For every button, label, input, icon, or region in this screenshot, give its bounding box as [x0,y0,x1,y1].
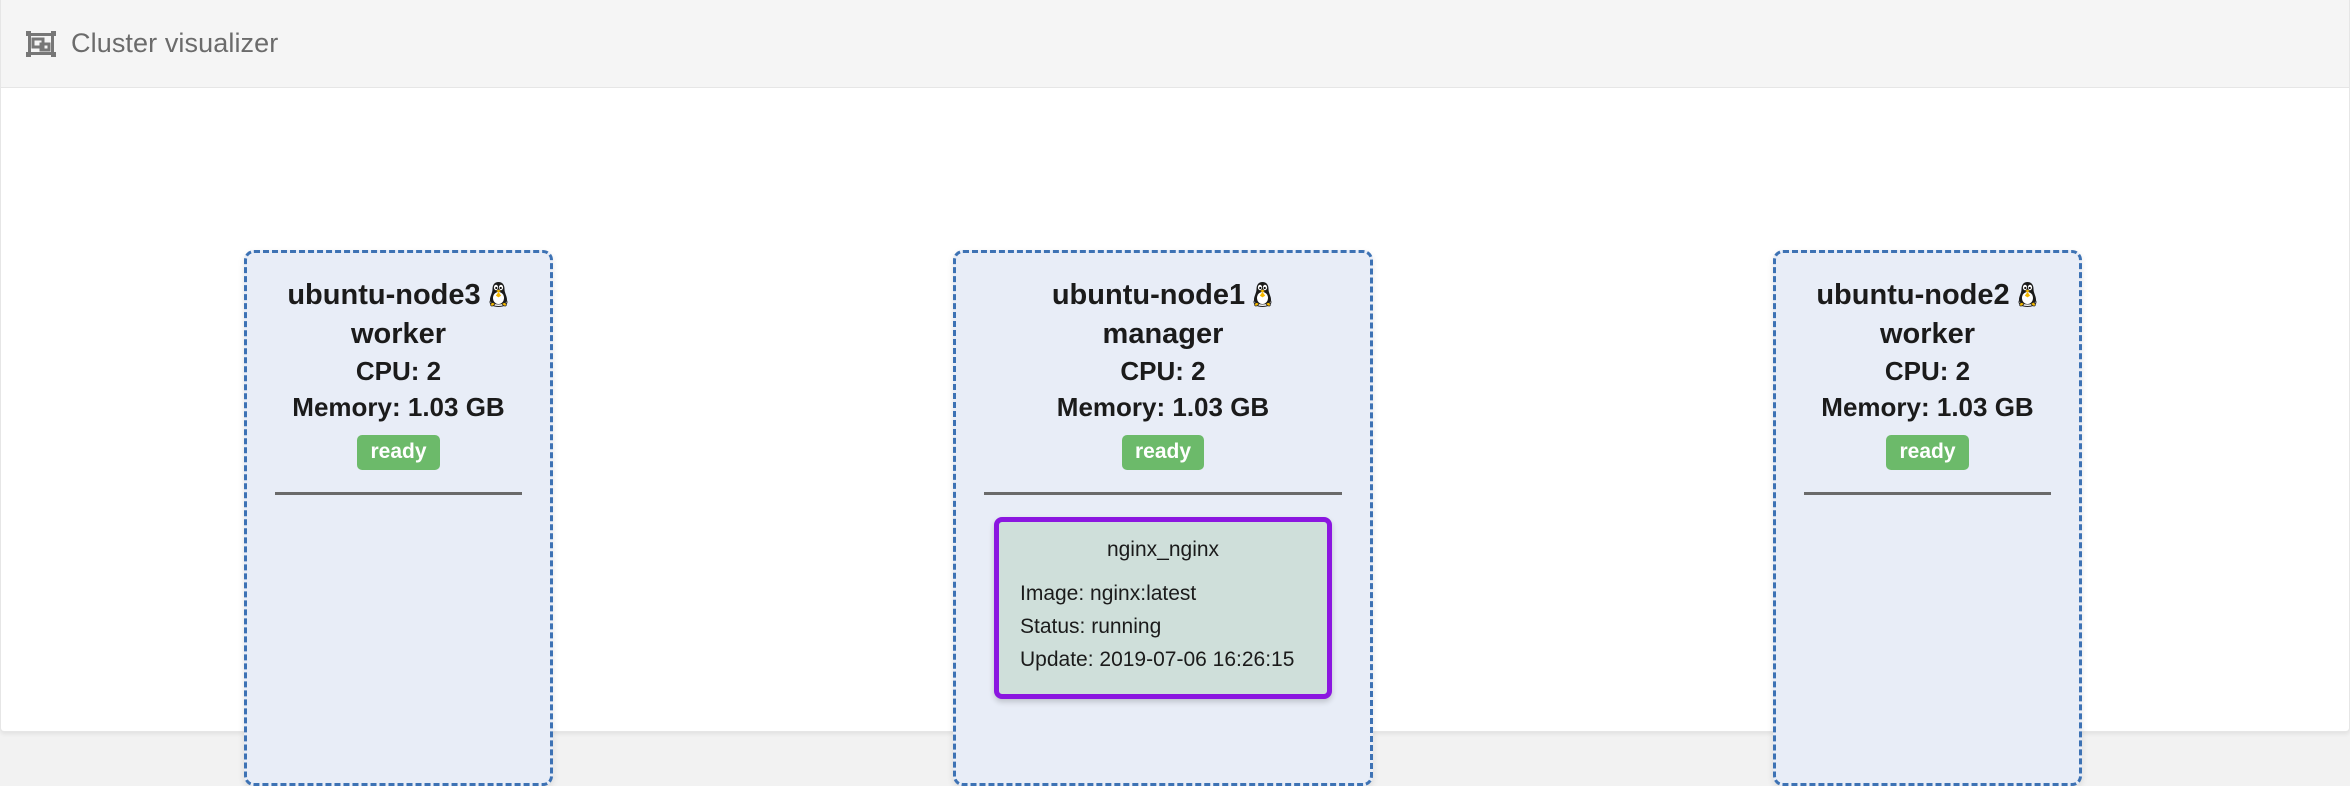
node-role: manager [1102,318,1224,351]
container-card[interactable]: nginx_nginx Image: nginx:latest Status: … [994,517,1332,700]
node-name: ubuntu-node3 [287,279,481,311]
node-role: worker [350,318,447,351]
tux-linux-icon [1251,280,1274,315]
node-divider [1804,492,2051,496]
container-status: Status: running [1020,614,1162,638]
node-card[interactable]: ubuntu-node1 manager CPU: 2 Memory: 1.03… [953,250,1373,786]
node-name: ubuntu-node1 [1051,279,1246,311]
node-divider [275,492,522,496]
container-image: Image: nginx:latest [1020,582,1197,606]
status-badge: ready [1886,435,1969,471]
node-cpu: CPU: 2 [1120,356,1206,387]
status-badge: ready [1121,435,1205,471]
node-role: worker [1879,318,1976,351]
node-card[interactable]: ubuntu-node2 worker CPU: 2 Memory: 1.03 … [1773,250,2082,786]
node-memory: Memory: 1.03 GB [1056,392,1270,423]
tux-linux-icon [487,280,510,315]
panel-header: Cluster visualizer [1,0,2349,88]
node-name-row: ubuntu-node3 [267,279,530,315]
node-cpu: CPU: 2 [355,356,442,387]
node-name-row: ubuntu-node1 [976,279,1350,315]
container-name: nginx_nginx [1106,538,1220,562]
node-memory: Memory: 1.03 GB [1821,392,2034,423]
node-cpu: CPU: 2 [1884,356,1971,387]
nodes-area: ubuntu-node3 worker CPU: 2 Memory: 1.03 … [1,88,2349,786]
node-name-row: ubuntu-node2 [1796,279,2059,315]
tux-linux-icon [2016,280,2039,315]
node-name: ubuntu-node2 [1816,279,2010,311]
status-badge: ready [357,435,440,471]
node-card[interactable]: ubuntu-node3 worker CPU: 2 Memory: 1.03 … [244,250,553,786]
node-divider [984,492,1342,496]
container-list: nginx_nginx Image: nginx:latest Status: … [976,517,1350,700]
container-update: Update: 2019-07-06 16:26:15 [1020,647,1295,671]
node-memory: Memory: 1.03 GB [292,392,505,423]
page-title: Cluster visualizer [71,28,279,58]
object-group-icon [25,28,57,60]
